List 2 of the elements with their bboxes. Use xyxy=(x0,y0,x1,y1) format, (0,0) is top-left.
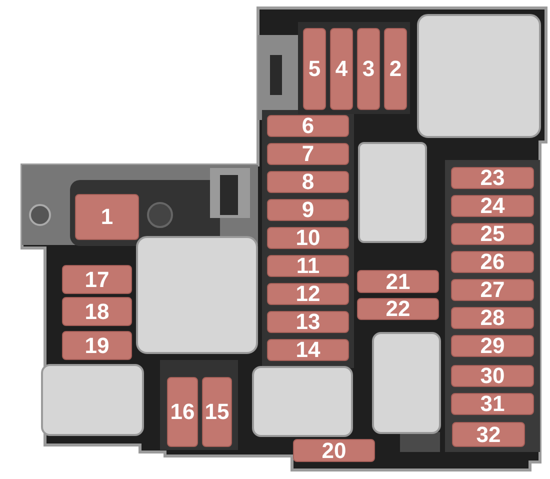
fuse-number: 20 xyxy=(322,440,346,462)
fuse xyxy=(293,439,375,462)
